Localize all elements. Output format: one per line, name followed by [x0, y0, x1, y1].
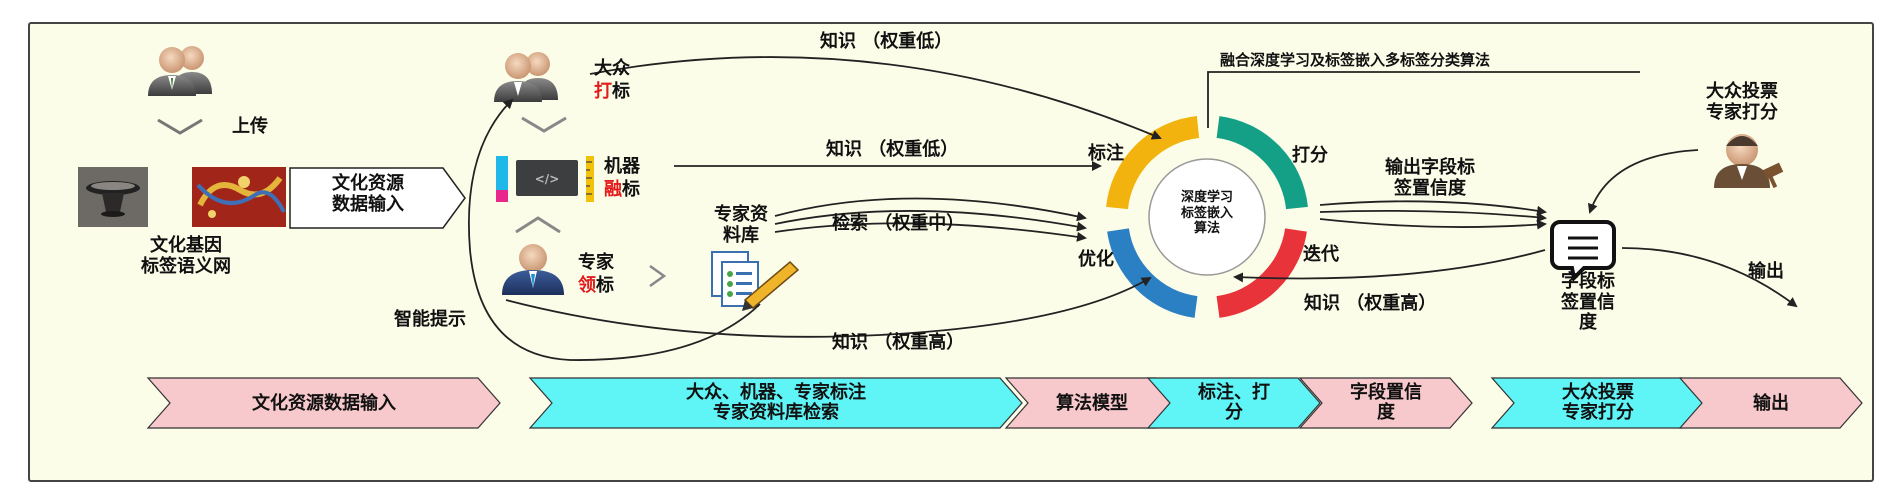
chevron-right-icon: [649, 264, 667, 288]
stage-label: 字段置信: [1350, 381, 1422, 403]
stage-arrow-2: [528, 377, 1023, 429]
stage-label: 输出: [1753, 392, 1789, 414]
cycle-segment-red: [1216, 228, 1307, 318]
stage-label: 标注、打: [1197, 381, 1270, 403]
public-labeler-label: 大众 打标: [594, 58, 630, 102]
ruler-icon: [496, 156, 594, 202]
algorithm-caption: 融合深度学习及标签嵌入多标签分类算法: [1220, 51, 1491, 69]
expert-labeler-label: 专家 领标: [578, 252, 614, 296]
chat-bubble-icon: [1550, 220, 1616, 283]
judge-gavel-icon: [1714, 134, 1784, 189]
knowledge-low-top-label: 知识 （权重低）: [820, 31, 953, 52]
artifact-image-bowl: [78, 167, 148, 227]
iterate-label: 迭代: [1303, 244, 1339, 265]
stage-label: 分: [1225, 402, 1243, 423]
expert-db-label: 专家资料库: [714, 204, 768, 246]
confidence-node-label: 字段标签置信度: [1561, 271, 1615, 334]
output-label: 输出: [1748, 261, 1784, 282]
arrow-output-3: [1319, 218, 1547, 230]
semantic-net-label: 文化基因标签语义网: [141, 235, 231, 277]
arrow-db-to-algorithm-2: [774, 210, 1087, 232]
code-screen-icon: </>: [516, 160, 578, 196]
machine-labeler-label: 机器 融标: [604, 156, 640, 200]
arrow-vote-to-confidence: [1587, 149, 1699, 214]
line-caption-leader: [1207, 71, 1640, 128]
stage-arrow-5: [1298, 377, 1473, 429]
algorithm-cycle: [1106, 116, 1308, 318]
source-box-label: 文化资源数据输入: [332, 173, 404, 215]
algorithm-center-label: 深度学习标签嵌入算法: [1180, 190, 1233, 237]
stage-label: 算法模型: [1056, 392, 1128, 414]
score-label: 打分: [1292, 145, 1328, 166]
knowledge-high-right-label: 知识 （权重高）: [1304, 293, 1437, 314]
arrow-smart-hint: [468, 98, 761, 361]
source-input-box: [289, 167, 466, 229]
stage-label: 大众投票: [1562, 381, 1634, 403]
notes-pencil-icon: [711, 251, 800, 311]
stage-arrow-4: [1146, 377, 1321, 429]
knowledge-high-bottom-label: 知识 （权重高）: [832, 332, 965, 353]
stage-arrow-1: [146, 377, 501, 429]
chevron-down-icon: [521, 116, 567, 133]
knowledge-low-mid-label: 知识 （权重低）: [826, 139, 959, 160]
people-icon: [148, 46, 212, 96]
stage-label: 专家资料库检索: [713, 401, 839, 423]
stage-label: 大众、机器、专家标注: [686, 381, 866, 403]
stage-label: 文化资源数据输入: [252, 392, 396, 414]
vote-label: 大众投票专家打分: [1706, 81, 1778, 123]
chevron-up-icon: [515, 216, 561, 234]
cycle-segment-green: [1216, 116, 1308, 210]
retrieval-label: 检索 （权重中）: [832, 213, 965, 234]
stage-label: 度: [1377, 401, 1396, 423]
arrow-db-to-algorithm-1: [774, 197, 1087, 222]
chevron-down-icon: [157, 118, 203, 135]
output-confidence-label: 输出字段标签置信度: [1385, 157, 1475, 199]
optimize-label: 优化: [1078, 249, 1114, 270]
artifact-image-dragon: [192, 167, 286, 227]
svg-text:</>: </>: [535, 172, 560, 186]
annotate-label: 标注: [1088, 143, 1124, 164]
arrow-feedback-to-algorithm: [1233, 249, 1546, 283]
people-icon: [494, 52, 558, 102]
arrow-confidence-to-output: [1621, 247, 1798, 308]
arrow-db-to-algorithm-3: [774, 222, 1087, 242]
arrow-output-2: [1319, 209, 1547, 223]
stage-label: 专家打分: [1562, 401, 1634, 423]
stage-arrow-7: [1678, 377, 1863, 429]
arrow-expert-to-algorithm: [505, 276, 1152, 338]
smart-hint-label: 智能提示: [394, 309, 466, 330]
arrow-output-1: [1319, 200, 1547, 216]
cycle-segment-yellow: [1106, 116, 1200, 210]
upload-label: 上传: [232, 116, 268, 137]
person-icon: [502, 244, 564, 295]
arrow-public-to-algorithm: [589, 56, 1162, 140]
